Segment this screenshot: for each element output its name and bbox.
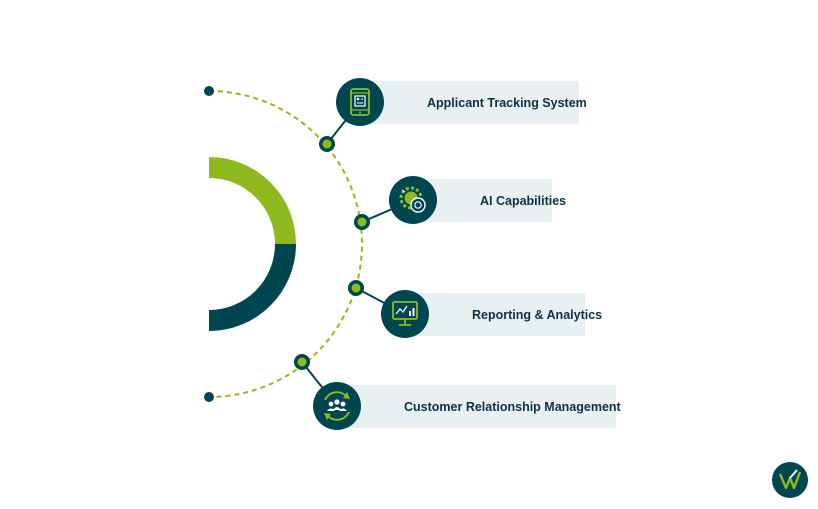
arc-end-dot [204,392,214,402]
connector-line-3 [355,287,406,315]
connector-line-2 [361,199,414,223]
inner-ring-teal-segment [209,244,296,331]
label-ai-capabilities: AI Capabilities [480,193,567,208]
label-box-3: Reporting & Analytics [406,293,602,336]
inner-ring-lime-segment [209,157,296,244]
label-box-1: Applicant Tracking System [361,81,587,124]
node-dot-3 [348,280,364,296]
node-dot-4 [294,354,310,370]
label-customer-relationship: Customer Relationship Management [404,399,621,414]
node-dot-1 [319,136,335,152]
label-box-4: Customer Relationship Management [338,385,621,428]
label-applicant-tracking: Applicant Tracking System [427,95,587,110]
node-dot-2 [354,214,370,230]
label-reporting-analytics: Reporting & Analytics [472,307,603,322]
connector-line-4 [301,361,338,407]
dashed-arc [208,90,363,398]
connector-line-1 [326,101,361,145]
arc-start-dot [204,86,214,96]
label-box-2: AI Capabilities [414,179,566,222]
